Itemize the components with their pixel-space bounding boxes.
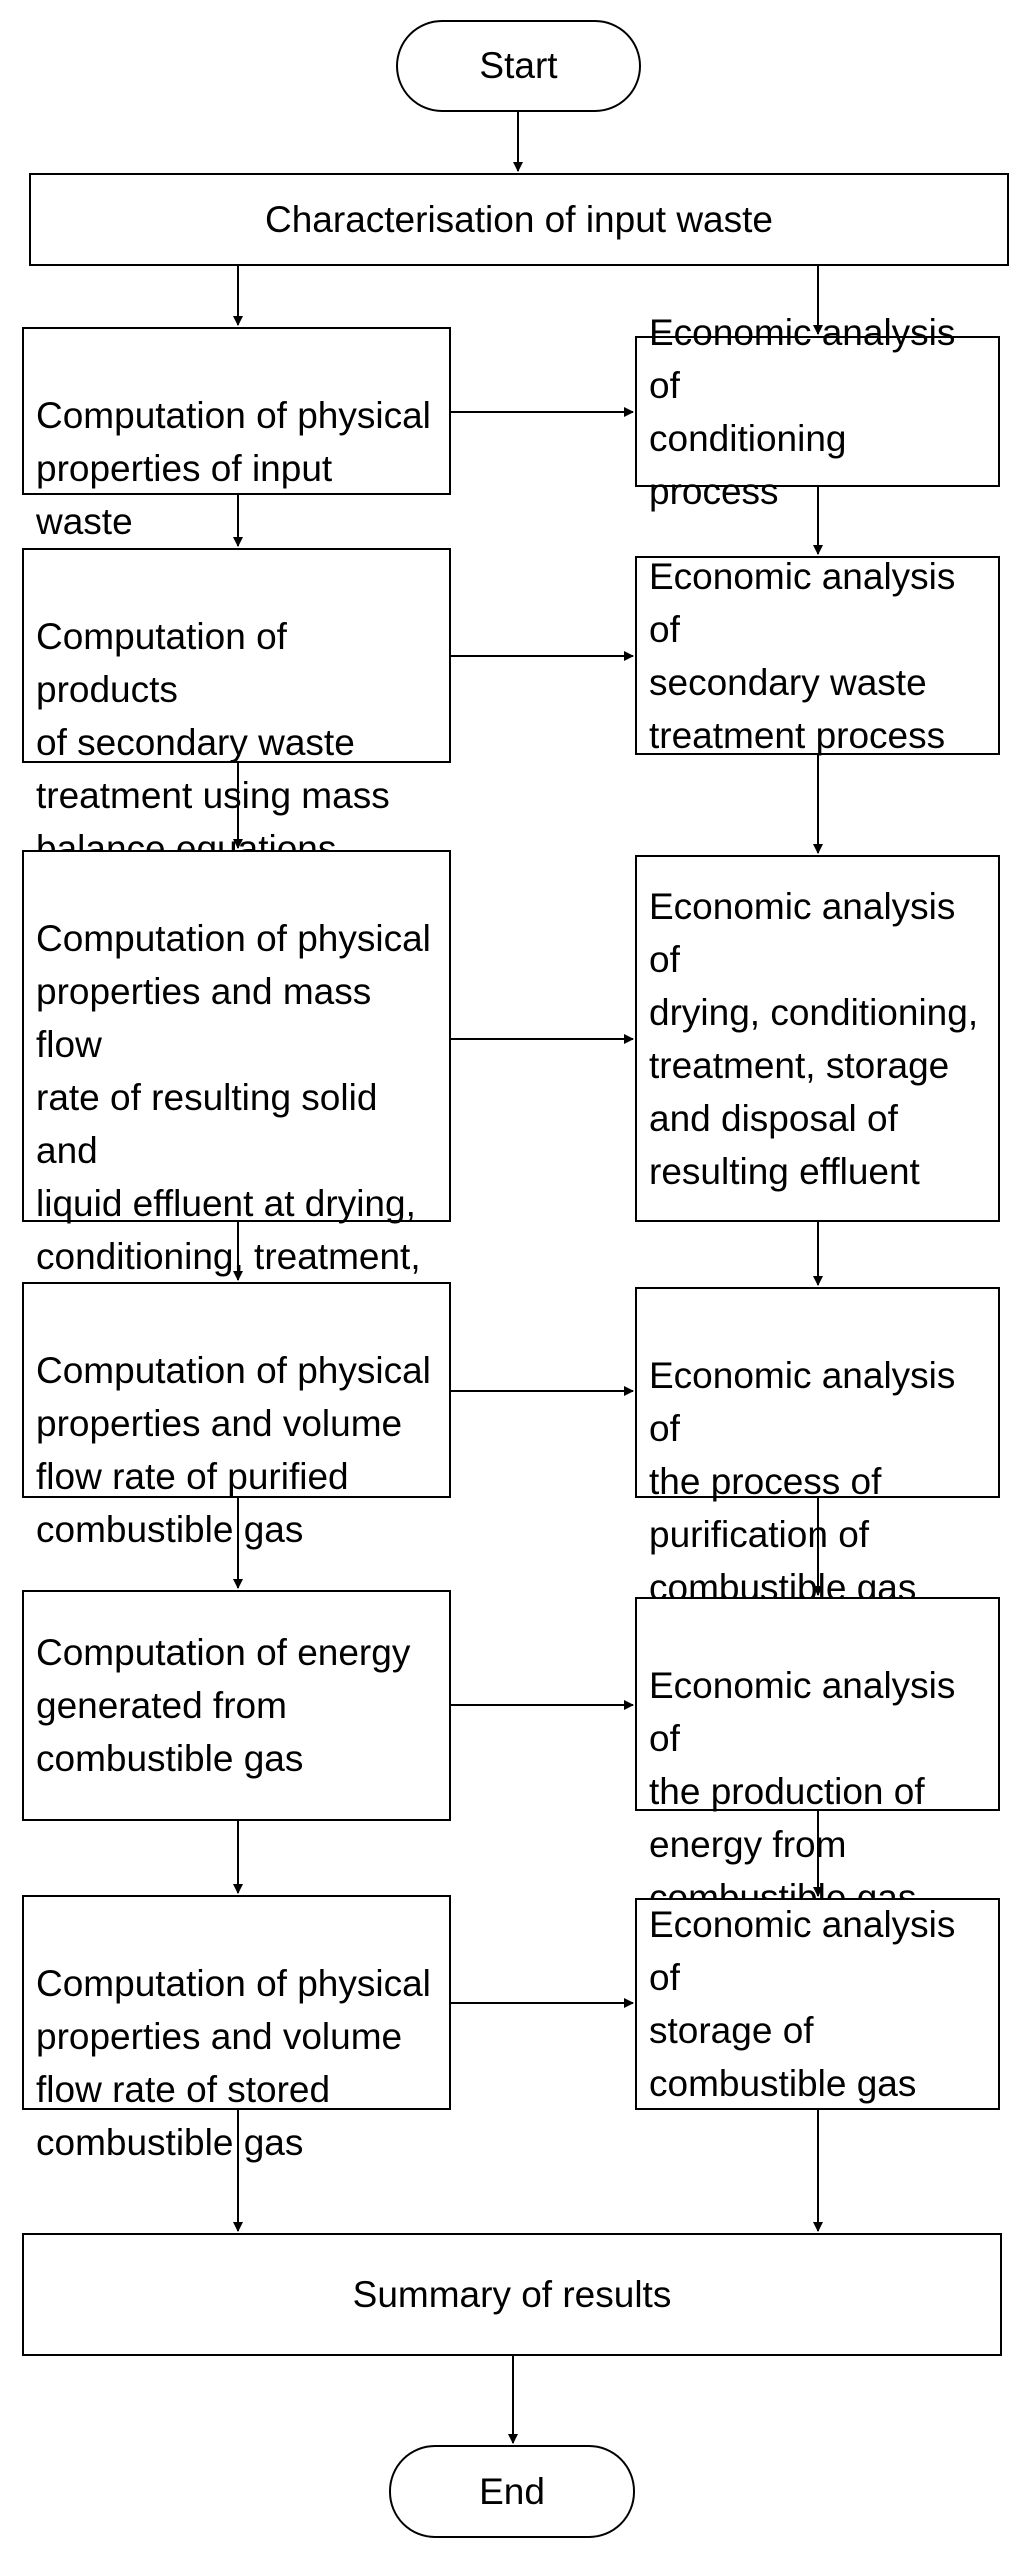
left-step-3: Computation of physical properties and m…	[22, 850, 451, 1383]
left-step-2: Computation of products of secondary was…	[22, 548, 451, 869]
right-step-3: Economic analysis of drying, conditionin…	[635, 855, 1000, 1222]
left-step-5-label: Computation of energy generated from com…	[36, 1632, 411, 1779]
summary-box: Summary of results	[22, 2233, 1002, 2356]
characterisation-label: Characterisation of input waste	[265, 198, 773, 240]
summary-label: Summary of results	[352, 2273, 672, 2315]
right-step-4-label: Economic analysis of the process of puri…	[649, 1355, 956, 1608]
right-step-4: Economic analysis of the process of puri…	[635, 1287, 1000, 1608]
left-step-6: Computation of physical properties and v…	[22, 1895, 451, 2163]
start-label: Start	[479, 45, 558, 86]
left-step-1: Computation of physical properties of in…	[22, 327, 451, 595]
right-step-5-label: Economic analysis of the production of e…	[649, 1665, 956, 1918]
end-label: End	[479, 2470, 545, 2512]
end-terminal: End	[389, 2445, 635, 2538]
right-step-2: Economic analysis of secondary waste tre…	[635, 556, 1000, 756]
left-step-4-label: Computation of physical properties and v…	[36, 1350, 431, 1550]
right-step-6: Economic analysis of storage of combusti…	[635, 1898, 1000, 2110]
right-step-1: Economic analysis of conditioning proces…	[635, 312, 1000, 512]
right-step-5: Economic analysis of the production of e…	[635, 1597, 1000, 1918]
left-step-4: Computation of physical properties and v…	[22, 1282, 451, 1550]
start-terminal: Start	[396, 20, 641, 112]
right-step-2-label: Economic analysis of secondary waste tre…	[649, 555, 956, 756]
right-step-3-label: Economic analysis of drying, conditionin…	[649, 885, 979, 1192]
characterisation-box: Characterisation of input waste	[29, 173, 1009, 266]
right-step-1-label: Economic analysis of conditioning proces…	[649, 311, 956, 512]
left-step-6-label: Computation of physical properties and v…	[36, 1963, 431, 2163]
right-step-6-label: Economic analysis of storage of combusti…	[649, 1904, 956, 2104]
left-step-5: Computation of energy generated from com…	[22, 1590, 451, 1821]
